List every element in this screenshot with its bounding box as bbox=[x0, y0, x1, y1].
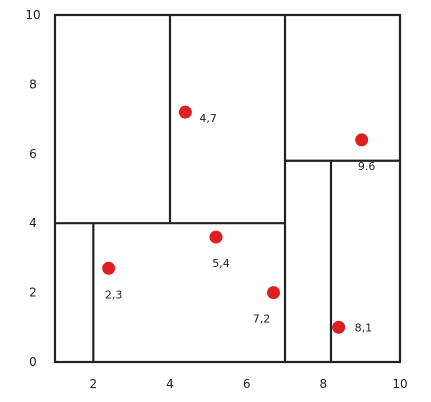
data-point-label: 8,1 bbox=[355, 321, 373, 334]
x-tick-label: 6 bbox=[243, 377, 251, 391]
partition-lines bbox=[53, 13, 402, 364]
data-point bbox=[102, 261, 116, 275]
y-tick-label: 2 bbox=[29, 286, 37, 300]
data-point bbox=[332, 320, 346, 334]
bounding-box bbox=[53, 13, 402, 364]
data-point-label: 2,3 bbox=[105, 288, 123, 301]
y-tick-label: 8 bbox=[29, 77, 37, 91]
x-tick-label: 2 bbox=[90, 377, 98, 391]
x-tick-label: 8 bbox=[320, 377, 328, 391]
data-points: 4,7 5,4 2,3 7,2 9.6 8,1 bbox=[102, 105, 376, 334]
y-tick-label: 0 bbox=[29, 355, 37, 369]
y-tick-label: 4 bbox=[29, 216, 37, 230]
data-point-label: 4,7 bbox=[199, 112, 217, 125]
data-point-label: 7,2 bbox=[253, 313, 271, 326]
x-tick-label: 4 bbox=[166, 377, 174, 391]
axis-ticks: 2 4 6 8 10 0 2 4 6 8 10 bbox=[25, 8, 407, 391]
data-point-label: 5,4 bbox=[212, 257, 230, 270]
data-point-label: 9.6 bbox=[358, 160, 376, 173]
data-point bbox=[355, 133, 369, 147]
y-tick-label: 6 bbox=[29, 147, 37, 161]
y-tick-label: 10 bbox=[25, 8, 40, 22]
x-tick-label: 10 bbox=[392, 377, 407, 391]
data-point bbox=[267, 286, 280, 300]
data-point bbox=[178, 105, 192, 119]
data-point bbox=[209, 230, 223, 244]
